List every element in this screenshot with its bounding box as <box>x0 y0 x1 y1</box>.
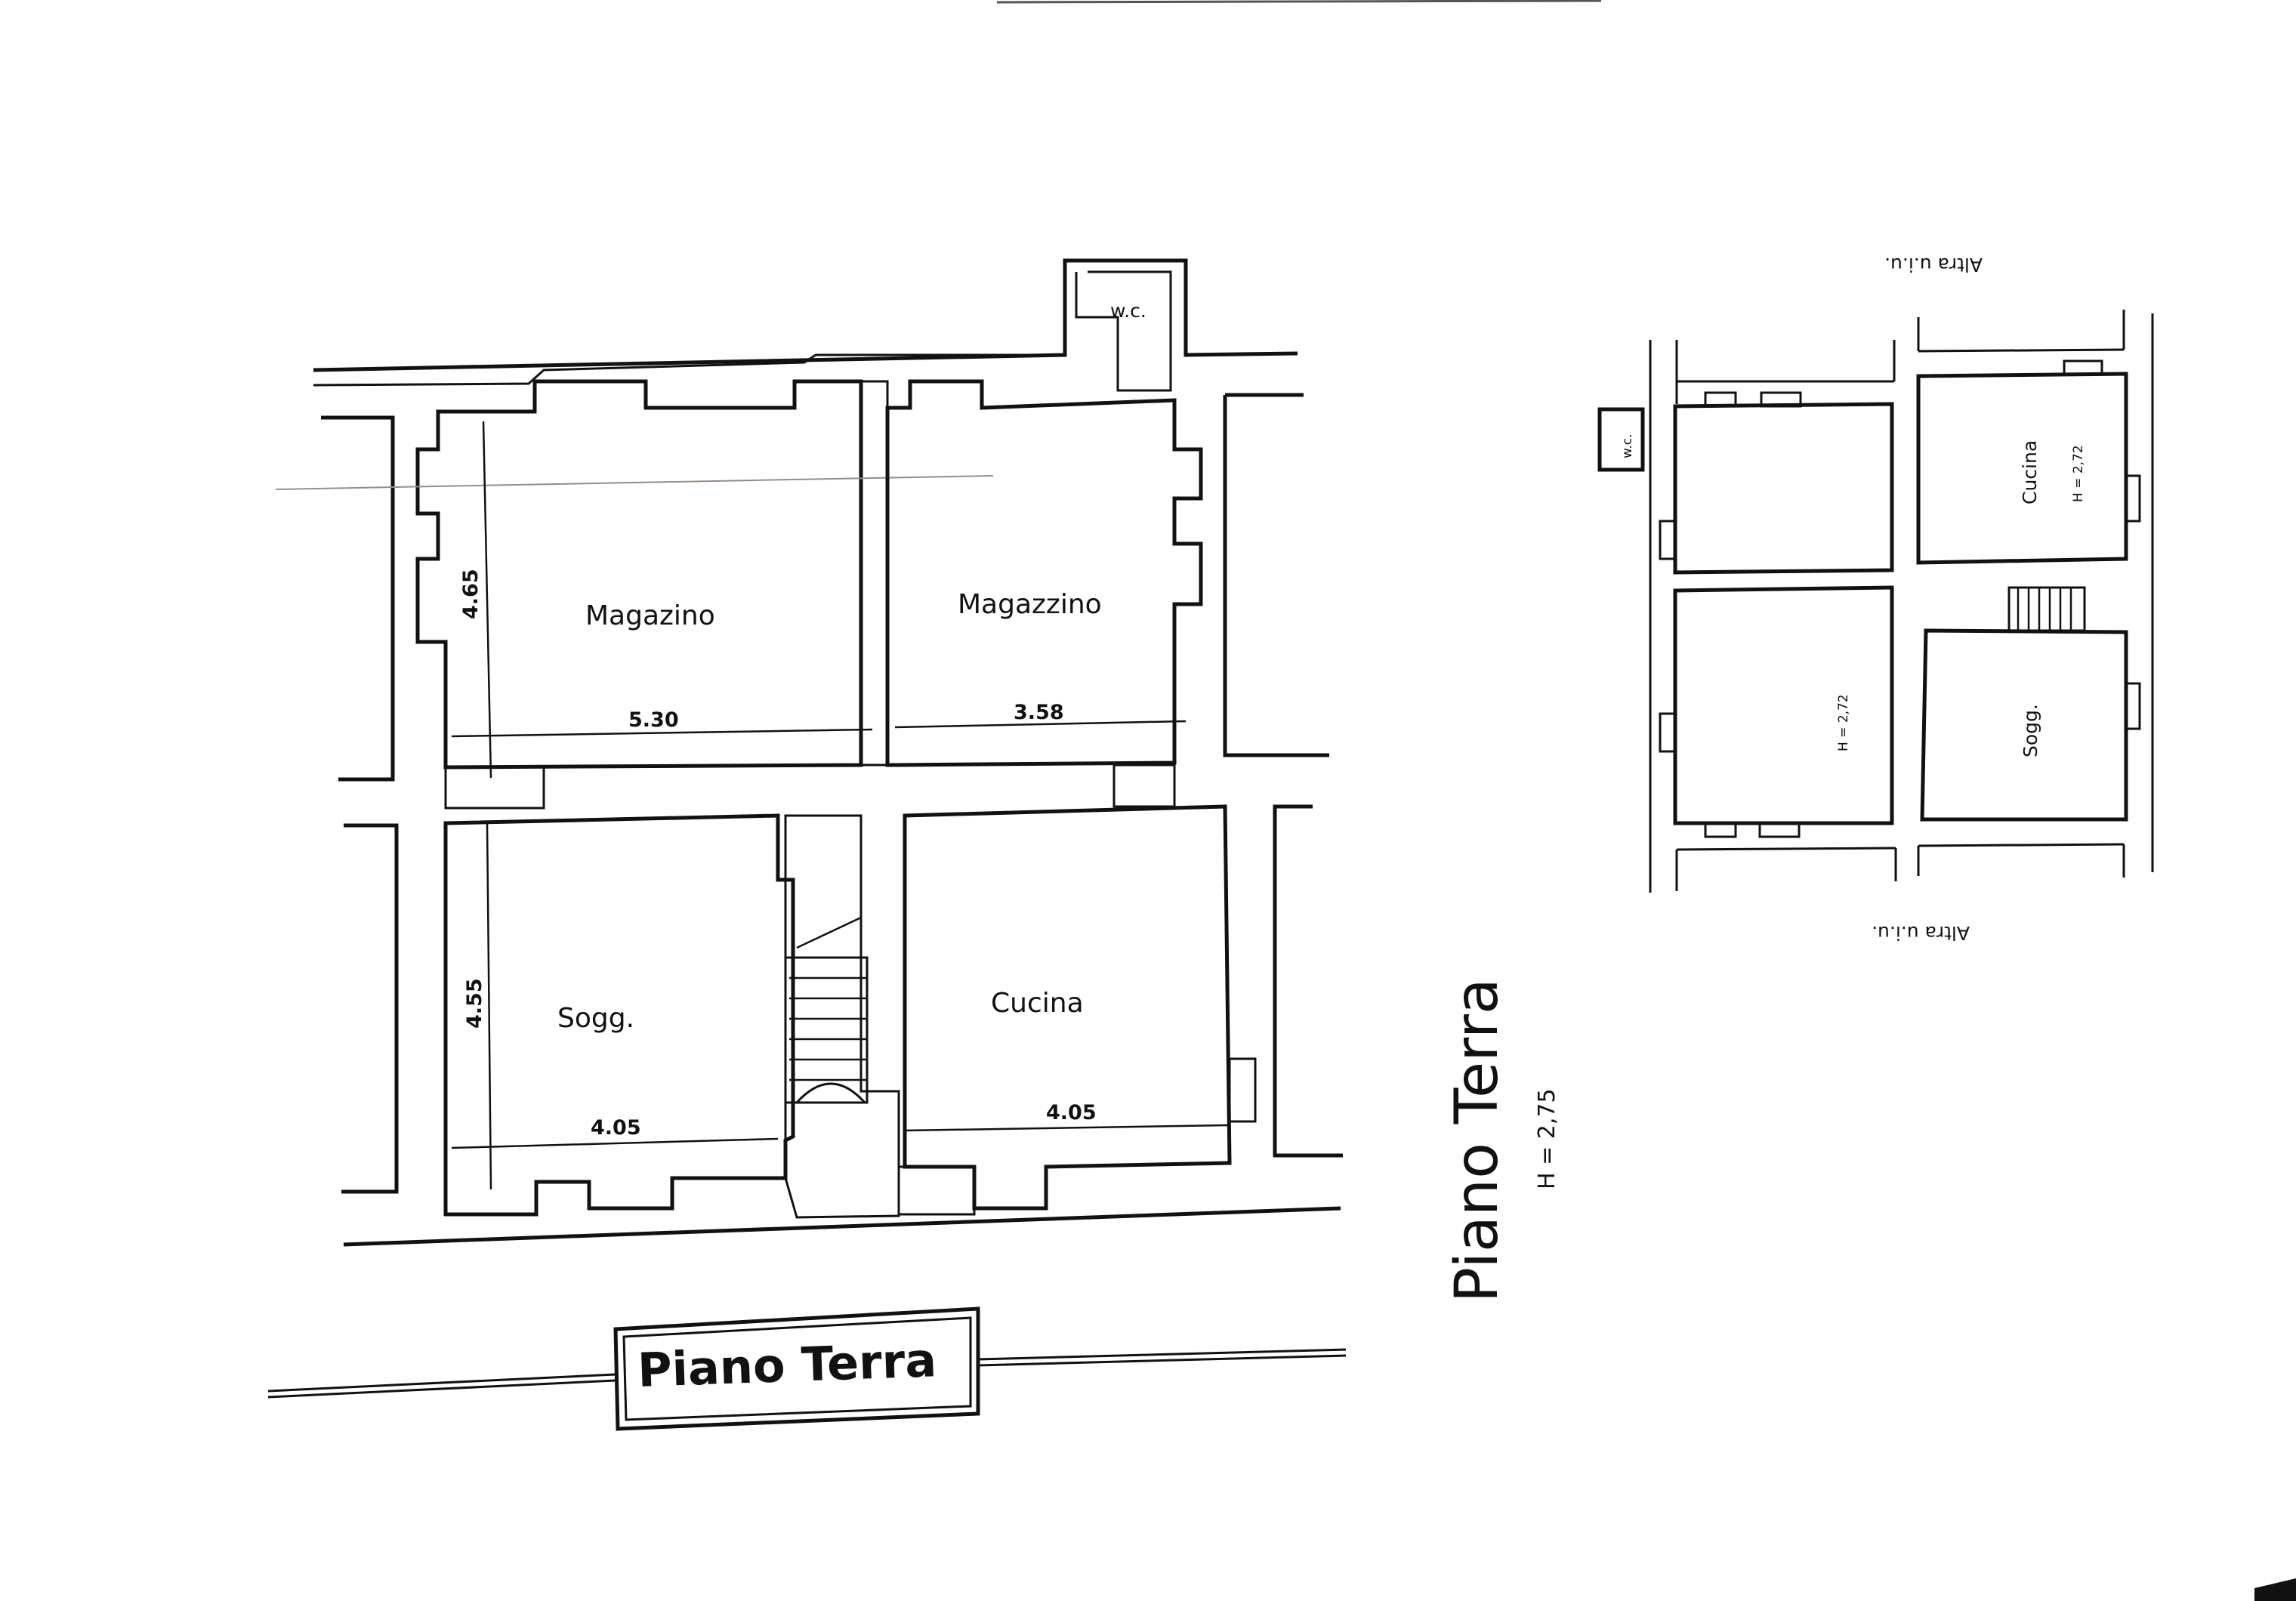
side-title-text: Piano Terra <box>1443 978 1511 1303</box>
title-box-text: Piano Terra <box>637 1332 937 1398</box>
key-room-cucina <box>1916 372 2128 565</box>
main-floor-plan: w.c. Magazino Magazzino Sogg. Cucina 5.3… <box>275 258 1343 1247</box>
magazino-label: Magazino <box>585 600 715 631</box>
key-cucina-label: Cucina <box>2019 440 2041 504</box>
side-title: Piano Terra H = 2,75 <box>1443 978 1560 1303</box>
room-sogg <box>443 813 795 1217</box>
dim-magazino-width: 5.30 <box>628 708 679 732</box>
corner-mark <box>2254 1578 2296 1601</box>
dim-cucina-width: 4.05 <box>1046 1101 1097 1124</box>
top-edge-line <box>996 0 1602 4</box>
room-cucina <box>897 804 1257 1216</box>
sogg-label: Sogg. <box>557 1003 634 1034</box>
staircase <box>784 814 900 1219</box>
key-sogg-label: Sogg. <box>2020 704 2041 757</box>
dimension-lines <box>451 421 1228 1190</box>
cucina-label: Cucina <box>991 988 1084 1019</box>
key-top-label: Altra u.i.u. <box>1884 254 1983 276</box>
key-left-room-height: H = 2,72 <box>1836 694 1851 751</box>
side-title-height: H = 2,75 <box>1534 1088 1560 1189</box>
outer-walls <box>313 258 1343 1247</box>
title-banner: Piano Terra <box>267 1306 1347 1431</box>
magazzino-label: Magazzino <box>958 589 1102 620</box>
wc-label: w.c. <box>1110 300 1146 322</box>
key-plan: Altra u.i.u. Altra u.i.u. w.c. <box>1597 254 2154 944</box>
dim-magazino-height: 4.65 <box>459 569 483 619</box>
key-room-top-left <box>1673 402 1894 575</box>
key-bottom-label: Altra u.i.u. <box>1872 922 1970 944</box>
dim-magazzino-width: 3.58 <box>1014 701 1064 724</box>
key-cucina-height: H = 2,72 <box>2071 445 2086 502</box>
dim-sogg-height: 4.55 <box>463 978 486 1029</box>
key-room-bottom-left <box>1673 585 1894 825</box>
dim-sogg-width: 4.05 <box>591 1116 641 1140</box>
key-wc-label: w.c. <box>1620 434 1635 459</box>
